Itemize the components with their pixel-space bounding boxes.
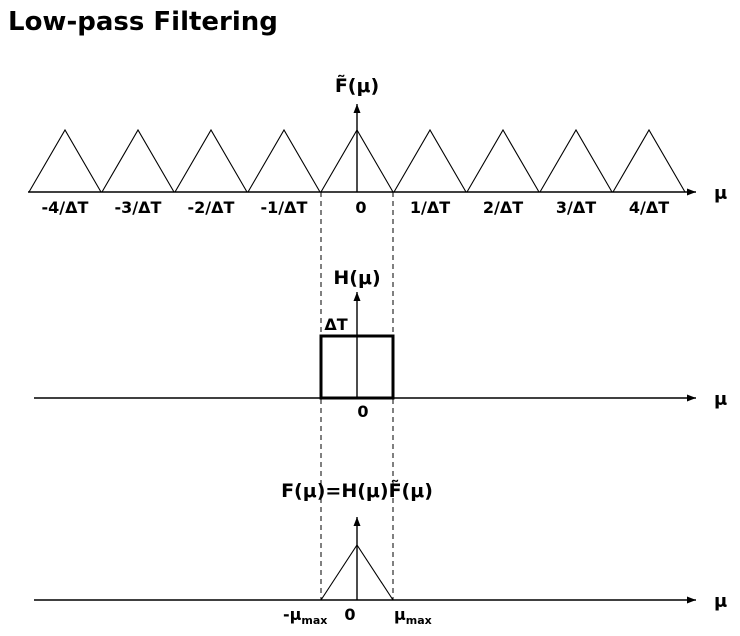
origin-label: 0: [357, 402, 368, 421]
tick-subscript: max: [406, 614, 432, 627]
page-title: Low-pass Filtering: [8, 7, 278, 37]
x-axis-label: μ: [714, 389, 727, 410]
spectrum-triangle: [539, 128, 613, 193]
tick-label: -4/ΔT: [42, 198, 89, 217]
origin-label: 0: [344, 605, 355, 624]
plot-ylabel: F(μ)=H(μ)F̃(μ): [281, 480, 433, 502]
tick-label: 1/ΔT: [410, 198, 450, 217]
tick-label: -2/ΔT: [188, 198, 235, 217]
filter-rectangle: [319, 334, 395, 400]
spectrum-triangle: [174, 128, 248, 193]
tick-label: 4/ΔT: [629, 198, 669, 217]
tick-label: 0: [355, 198, 366, 217]
tick-subscript: max: [301, 614, 327, 627]
spectrum-triangle: [393, 128, 467, 193]
tick-label-mu-max: μmax: [394, 605, 432, 627]
spectrum-triangle: [28, 128, 102, 193]
spectrum-triangle: [247, 128, 321, 193]
filter-height-label: ΔT: [324, 315, 347, 334]
tick-label: -3/ΔT: [115, 198, 162, 217]
spectrum-triangle: [466, 128, 540, 193]
plot-ylabel: F̃(μ): [335, 75, 379, 97]
tick-main: -μ: [283, 605, 302, 624]
tick-label: -1/ΔT: [261, 198, 308, 217]
plot-ylabel: H(μ): [333, 267, 380, 289]
plot-filter: H(μ) ΔT 0 μ: [34, 267, 727, 421]
x-axis-label: μ: [714, 591, 727, 612]
plot-sampled-spectrum: F̃(μ) μ -4/ΔT -3/ΔT -2/ΔT -1/ΔT 0 1/ΔT 2…: [28, 75, 727, 217]
plot-filtered-result: F(μ)=H(μ)F̃(μ) -μmax 0 μmax μ: [34, 480, 727, 627]
x-axis-label: μ: [714, 183, 727, 204]
tick-label-neg-mu-max: -μmax: [283, 605, 327, 627]
tick-label: 3/ΔT: [556, 198, 596, 217]
tick-main: μ: [394, 605, 406, 624]
spectrum-triangle: [101, 128, 175, 193]
tick-label: 2/ΔT: [483, 198, 523, 217]
spectrum-triangle: [612, 128, 686, 193]
